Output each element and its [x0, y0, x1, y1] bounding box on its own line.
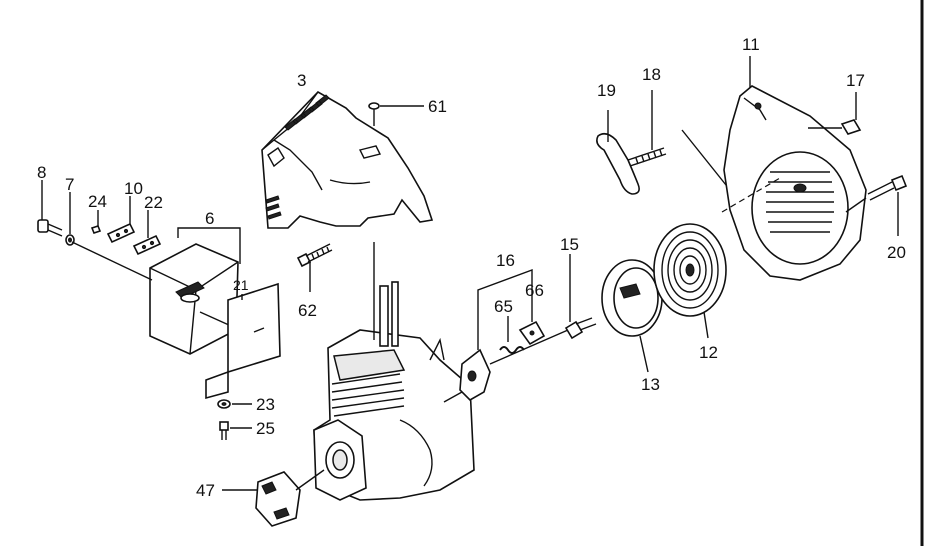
label-12: 12 — [699, 343, 718, 362]
label-18: 18 — [642, 65, 661, 84]
heat-shield-part — [205, 282, 281, 400]
label-20: 20 — [887, 243, 906, 262]
bolt-20-part — [845, 174, 908, 236]
muffler-part — [149, 243, 241, 355]
label-65: 65 — [494, 297, 513, 316]
starter-pulley-part — [601, 259, 663, 373]
bolt-25-part — [219, 421, 252, 440]
label-11: 11 — [742, 35, 760, 54]
label-22: 22 — [144, 193, 163, 212]
mount-47-part — [222, 469, 325, 527]
bolt-15-part — [564, 254, 597, 340]
label-47: 47 — [196, 481, 215, 500]
label-10: 10 — [124, 179, 143, 198]
gasket-22-part — [132, 210, 162, 256]
nut-17-part — [808, 92, 862, 135]
label-6: 6 — [205, 209, 214, 228]
screw-61-part — [368, 102, 424, 126]
label-13: 13 — [641, 375, 660, 394]
ignition-coil-part — [443, 329, 569, 403]
nut-23-part — [217, 399, 252, 409]
label-15: 15 — [560, 235, 579, 254]
spring-65-part — [499, 346, 525, 354]
label-24: 24 — [88, 192, 107, 211]
bolt-24-part — [90, 210, 102, 234]
label-3: 3 — [297, 71, 306, 90]
label-17: 17 — [846, 71, 865, 90]
bolt-62-part — [296, 243, 333, 292]
bracket-16-leader — [477, 268, 533, 350]
pawl-66-part — [518, 320, 546, 346]
label-23: 23 — [256, 395, 275, 414]
fan-housing-part — [721, 56, 867, 281]
bracket-6-leader — [177, 227, 241, 264]
label-61: 61 — [428, 97, 447, 116]
label-8: 8 — [37, 163, 46, 182]
washer-7-part — [65, 192, 153, 281]
label-16: 16 — [496, 251, 515, 270]
label-21: 21 — [233, 277, 249, 293]
rope-18-part — [627, 90, 731, 191]
label-66: 66 — [525, 281, 544, 300]
recoil-spring-part — [653, 223, 727, 339]
label-25: 25 — [256, 419, 275, 438]
engine-block-part — [313, 281, 475, 501]
engine-cover-part — [261, 90, 434, 229]
label-7: 7 — [65, 175, 74, 194]
label-62: 62 — [298, 301, 317, 320]
plate-10-part — [106, 196, 136, 244]
label-19: 19 — [597, 81, 616, 100]
bolt-8-part — [37, 180, 63, 237]
starter-handle-part — [596, 110, 640, 195]
